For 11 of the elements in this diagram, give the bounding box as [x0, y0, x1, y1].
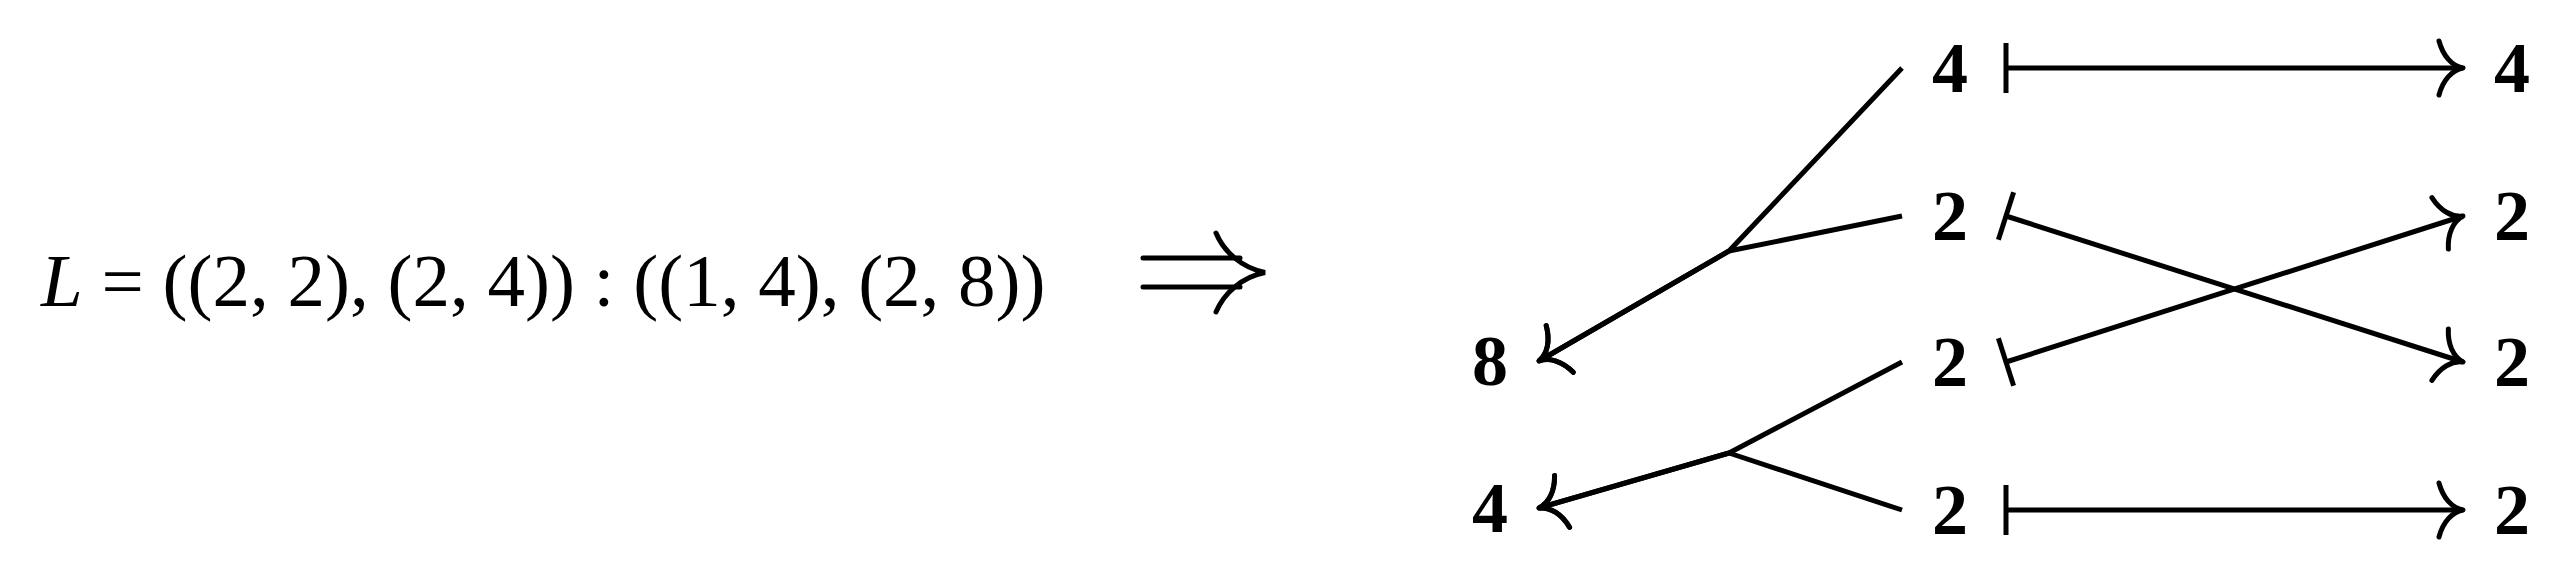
number-label: 2 [2494, 189, 2530, 243]
number-label: 4 [2494, 41, 2530, 95]
number-label: 4 [1472, 481, 1508, 535]
formula: L = ((2, 2), (2, 4)) : ((1, 4), (2, 8)) [41, 238, 1046, 324]
number-label: 2 [1932, 483, 1968, 537]
number-label: 2 [2494, 335, 2530, 389]
number-label: 2 [2494, 483, 2530, 537]
number-label: 4 [1932, 41, 1968, 95]
number-label: 2 [1932, 189, 1968, 243]
number-label: 2 [1932, 335, 1968, 389]
number-label: 8 [1472, 334, 1508, 388]
